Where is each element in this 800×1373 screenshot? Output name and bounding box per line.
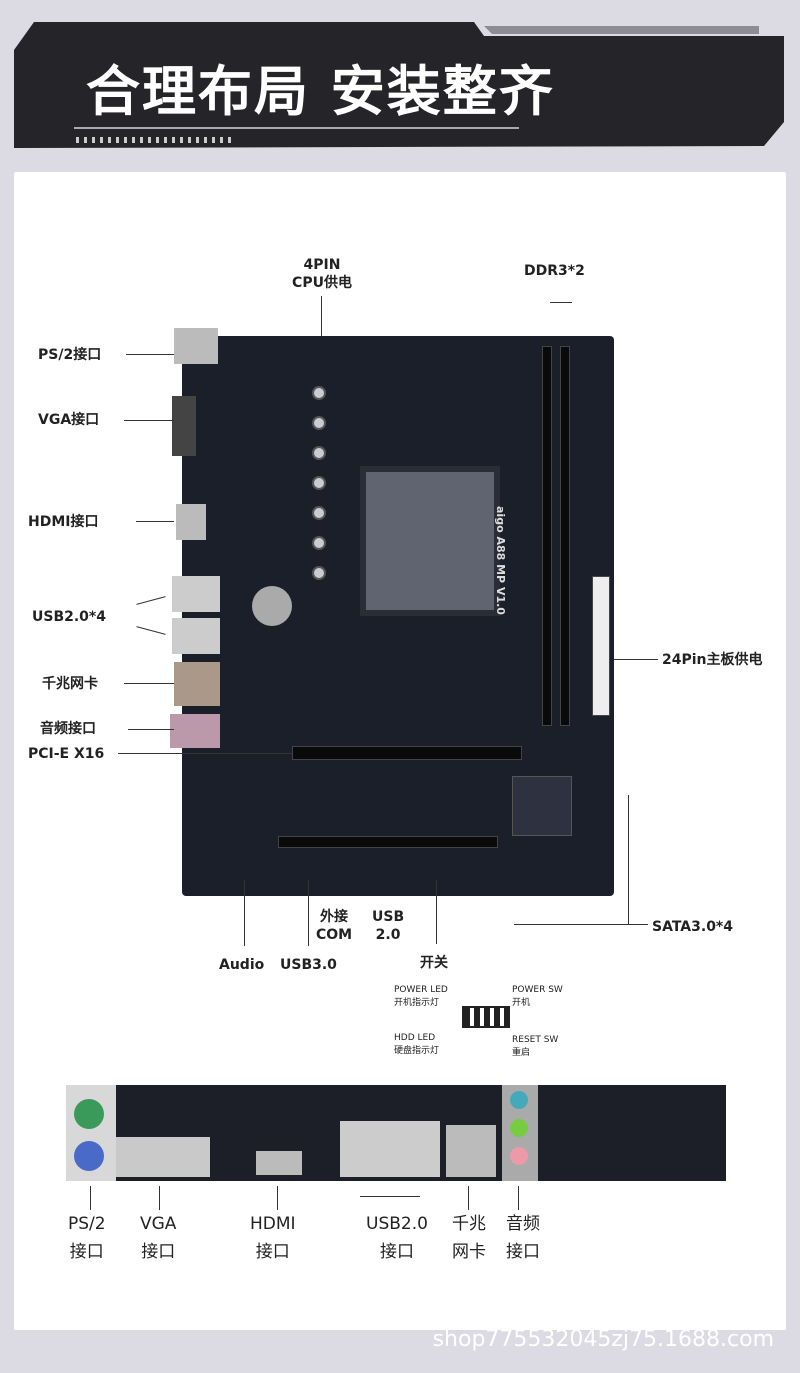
io-label-lan: 千兆网卡 (452, 1214, 486, 1262)
watermark: shop775532045zj75.1688.com (432, 1327, 774, 1352)
ps2-port (174, 328, 218, 364)
label-atx24: 24Pin主板供电 (662, 652, 763, 668)
label-sata: SATA3.0*4 (652, 919, 733, 935)
label-audio-header: Audio (219, 957, 265, 973)
label-switch: 开关 (420, 955, 448, 971)
page-title: 合理布局 安装整齐 (86, 60, 555, 123)
cmos-battery (252, 586, 292, 626)
audio-port (170, 714, 220, 748)
header-pins (462, 1006, 510, 1028)
lan-port (174, 662, 220, 706)
rear-io-photo (66, 1085, 726, 1181)
cpu-socket (360, 466, 500, 616)
io-label-audio: 音频接口 (506, 1214, 540, 1262)
label-hdmi: HDMI接口 (28, 514, 99, 530)
motherboard: aigo A88 MP V1.0 (170, 328, 614, 896)
board-model: aigo A88 MP V1.0 (494, 506, 507, 615)
vga-port (172, 396, 196, 456)
chipset-heatsink (512, 776, 572, 836)
usb-port (172, 618, 220, 654)
label-ps2: PS/2接口 (38, 347, 102, 363)
label-usb3: USB3.0 (280, 957, 337, 973)
label-audio: 音频接口 (40, 721, 96, 737)
label-vga: VGA接口 (38, 412, 100, 428)
label-ddr: DDR3*2 (524, 263, 585, 279)
title-banner (14, 22, 784, 148)
label-lan: 千兆网卡 (42, 676, 98, 692)
label-usb: USB2.0*4 (32, 609, 106, 625)
hdmi-port (176, 504, 206, 540)
label-pcie: PCI-E X16 (28, 746, 105, 762)
usb-port (172, 576, 220, 612)
